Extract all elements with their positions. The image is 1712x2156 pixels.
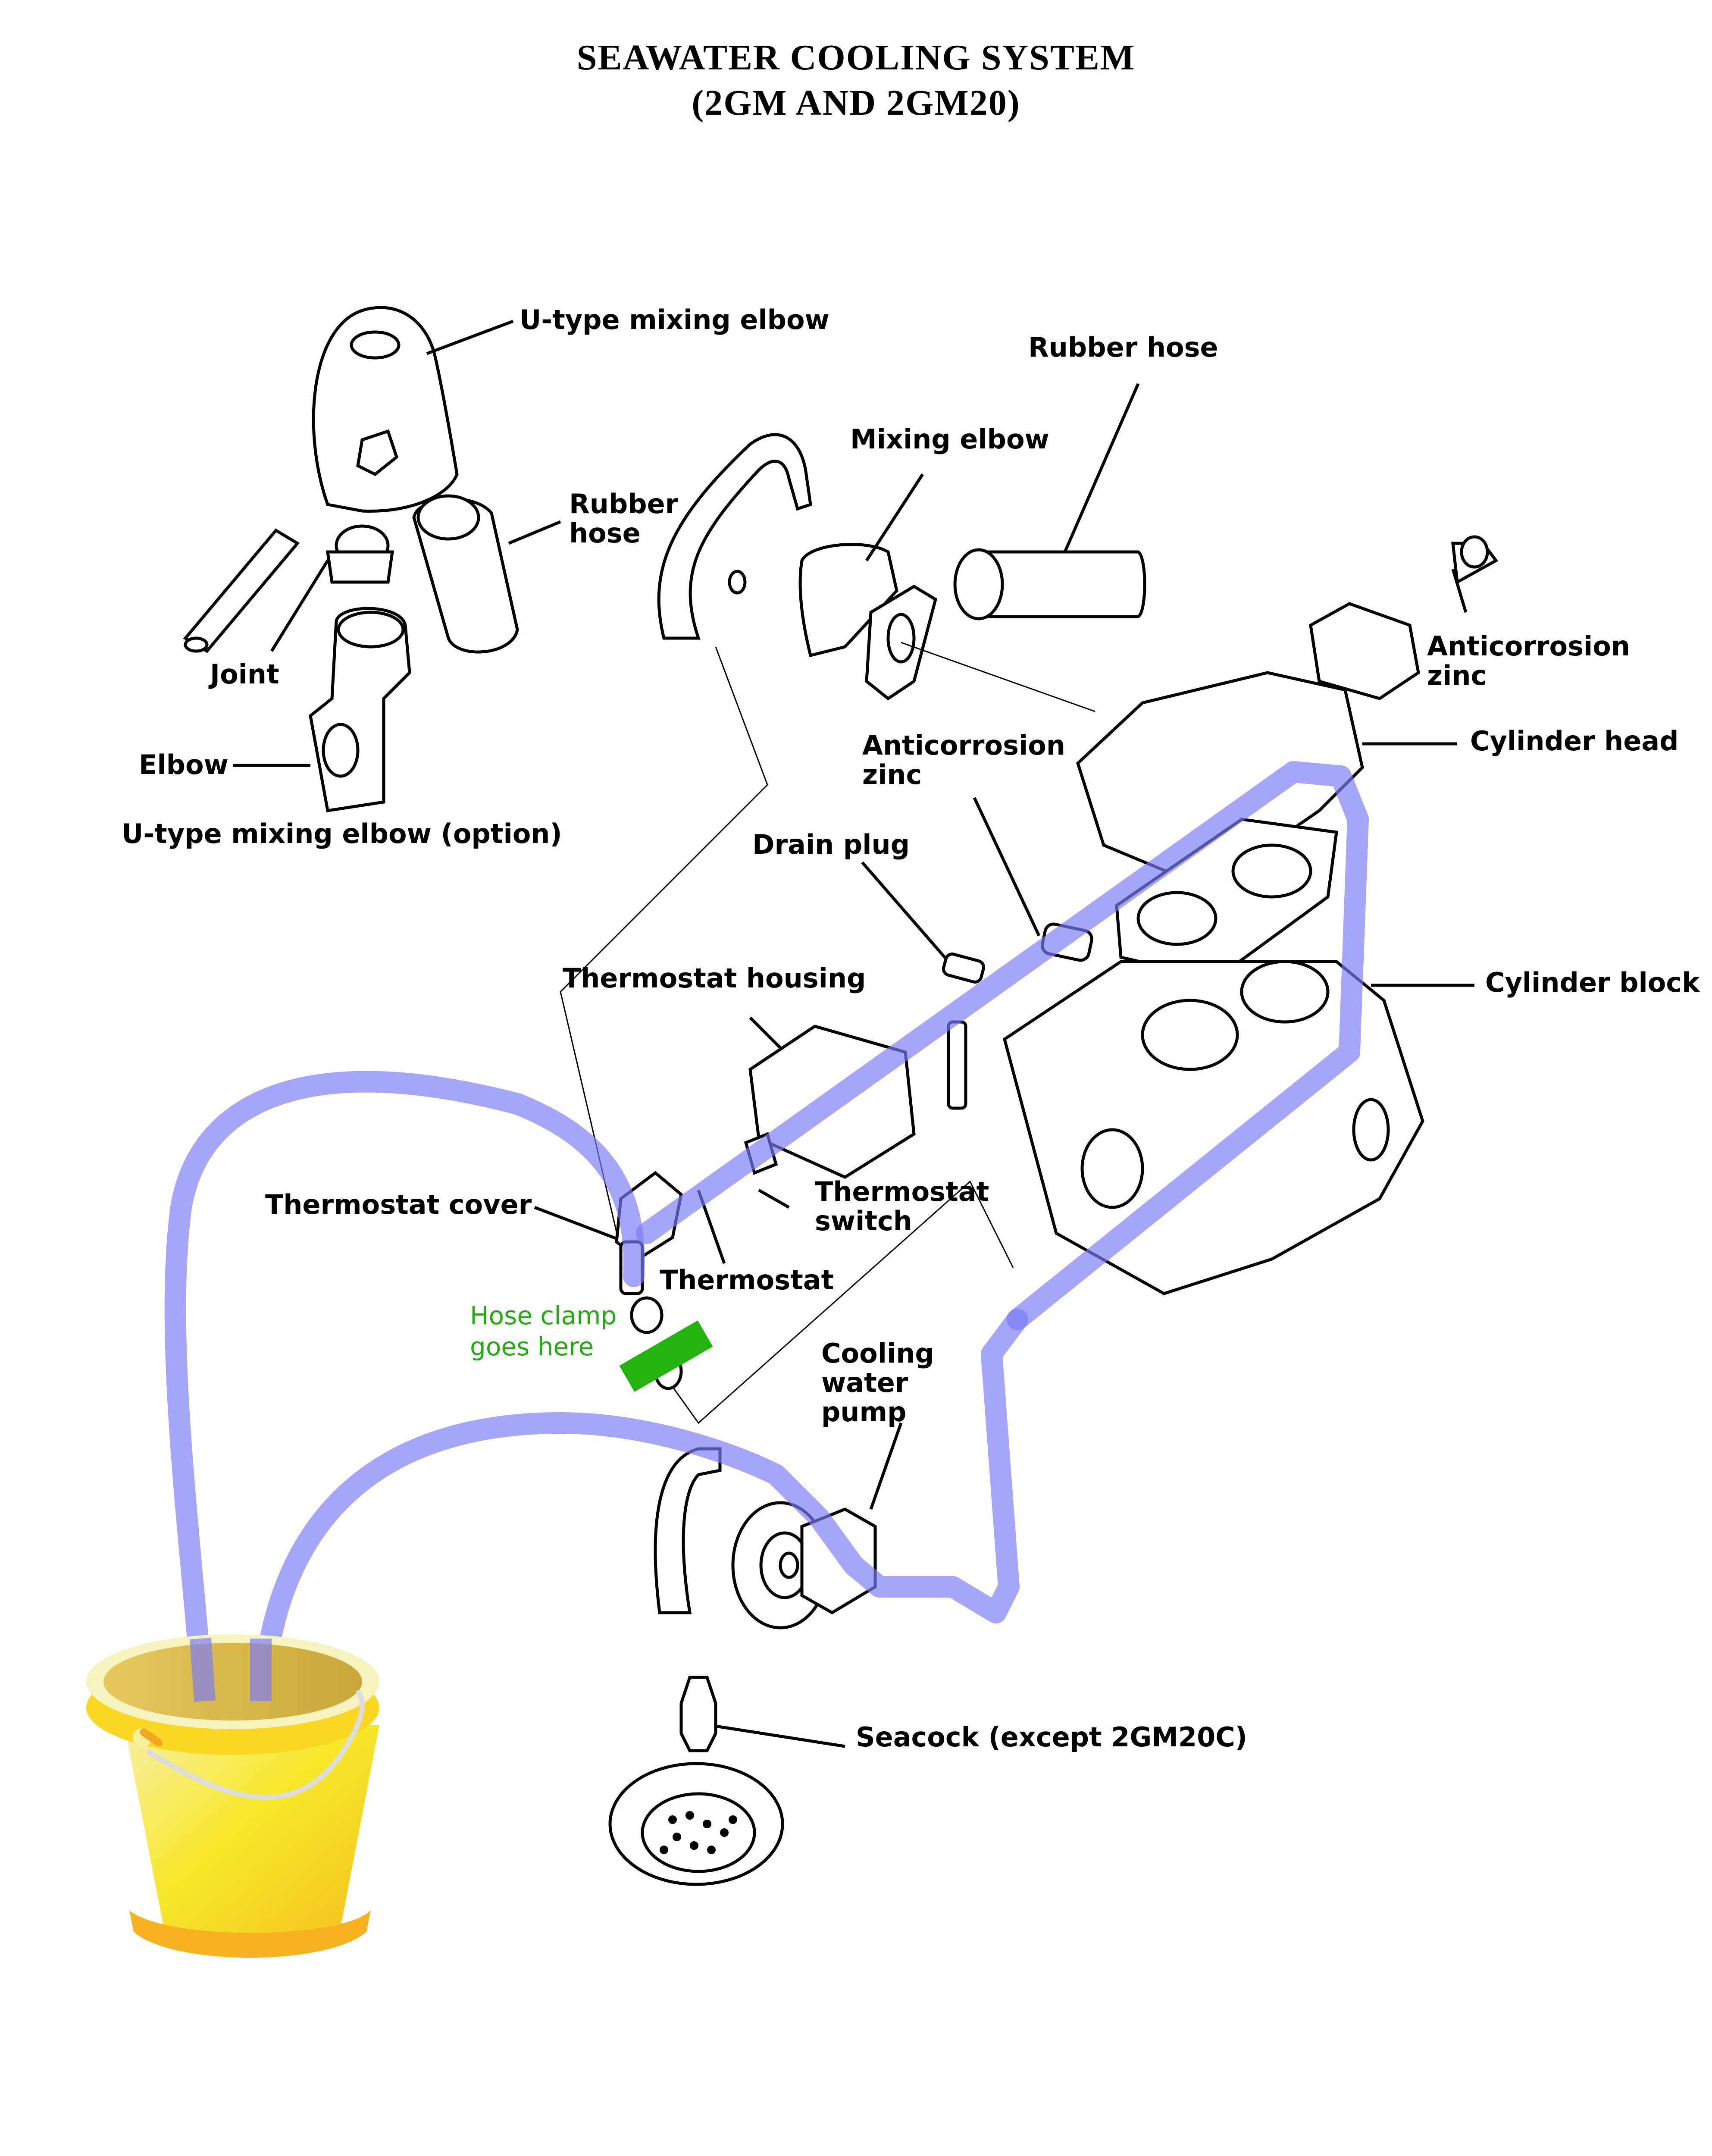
label-cylinder-block: Cylinder block [1485,967,1700,998]
u-type-leader-lines [233,320,561,767]
leader-thermostat-housing [749,1016,786,1053]
leader-rubber-hose-left [508,520,561,545]
hose-clamp-upper [630,1296,664,1334]
exploded-view-line-1 [560,646,768,1251]
leader-rubber-hose-top [1063,383,1140,553]
leader-mixing-elbow [865,473,924,561]
seacock-inlet-pipe [654,1447,722,1614]
hose-clamp-annotation: Hose clamp goes here [470,1301,617,1361]
leader-joint [270,560,329,652]
anticorrosion-zinc-right-cap [1460,535,1489,569]
label-cylinder-head: Cylinder head [1470,725,1679,757]
exhaust-manifold-shape [1309,602,1420,700]
block-port-2 [1352,1098,1390,1162]
label-thermostat-switch: Thermostat switch [815,1176,989,1237]
hose-clamp-marker [619,1320,713,1392]
drain-pipe-shape [947,1020,967,1110]
leader-thermostat-switch [758,1188,790,1209]
flow-hose-to-bucket-left [164,1071,645,1705]
leader-u-type-mixing-elbow [426,320,514,355]
label-rubber-hose-top: Rubber hose [1028,332,1218,363]
u-type-elbow-nozzle [356,429,399,476]
label-anticorrosion-zinc-mid: Anticorrosion zinc [862,730,1065,790]
label-u-type-option: U-type mixing elbow (option) [122,818,562,849]
u-type-elbow-body [312,306,459,513]
rubber-hose-top-opening [953,548,1004,620]
bucket-inside [103,1643,362,1720]
block-bore-2 [1240,960,1330,1024]
diagram-title-line-1: SEAWATER COOLING SYSTEM [576,38,1136,78]
strainer-holes [660,1811,737,1854]
elbow-flange-hole [322,723,360,778]
cylinder-head-shape [1076,671,1364,890]
bucket-drawing [86,1634,379,1958]
label-elbow: Elbow [139,749,228,780]
label-thermostat: Thermostat [660,1264,834,1296]
leader-anticorrosion-zinc-mid [973,797,1041,937]
mixing-elbow-pipe [657,433,812,640]
u-type-elbow-cap [350,330,401,360]
label-mixing-elbow: Mixing elbow [850,423,1049,455]
seacock-valve [679,1676,717,1752]
block-bore-1 [1141,999,1239,1071]
bucket-handle-clip [140,1728,163,1747]
bucket-handle [145,1689,365,1800]
gasket-bore-1 [1136,891,1217,946]
gasket-bore-2 [1231,843,1312,899]
leader-seacock [707,1723,845,1748]
label-cooling-water-pump: Cooling water pump [821,1338,934,1428]
elbow-opening [337,611,405,649]
seawater-flow-path [164,761,1369,1705]
joint-threads [325,550,394,584]
label-rubber-hose-left: Rubber hose [569,488,679,549]
label-drain-plug: Drain plug [752,829,910,860]
flow-thermostat-to-head [636,761,1369,1330]
label-u-type-mixing-elbow: U-type mixing elbow [520,304,829,335]
flow-head-to-pump [252,1309,1028,1705]
label-joint: Joint [210,658,279,690]
mixing-elbow-body [798,543,898,658]
cooling-system-diagram [86,306,1499,1958]
rubber-hose-top-shape [973,550,1146,618]
u-type-elbow-side-pipe [183,528,300,653]
hose-ends-in-bucket [190,1638,272,1702]
leader-cooling-water-pump [869,1422,903,1510]
label-seacock: Seacock (except 2GM20C) [856,1721,1248,1753]
diagram-title-line-2: (2GM AND 2GM20) [692,83,1020,123]
exploded-view-line-2 [654,1180,1014,1424]
hose-end-left [190,1638,216,1702]
nut [728,570,747,595]
rubber-hose-left-opening [416,494,480,541]
block-port-1 [1080,1128,1144,1209]
leader-drain-plug [861,861,950,963]
label-thermostat-housing: Thermostat housing [563,962,866,994]
drain-plug-shape [942,953,986,984]
label-anticorrosion-zinc-right: Anticorrosion zinc [1427,630,1630,691]
cylinder-block-shape [1002,960,1424,1295]
u-type-mixing-elbow-drawing [183,306,519,812]
label-thermostat-cover: Thermostat cover [265,1189,532,1220]
exploded-view-line-3 [901,642,1095,712]
leader-thermostat-cover [534,1206,626,1244]
strainer-grate [641,1792,756,1873]
bucket-base-band [129,1910,371,1958]
mixing-elbow-drawing [657,433,1146,701]
water-pump-hub [779,1551,799,1579]
mixing-elbow-gasket-hole [886,613,916,664]
mixing-elbow-leader-lines [534,383,1474,1748]
assembly-thin-lines [560,642,1095,1424]
pipe-end [184,636,209,653]
